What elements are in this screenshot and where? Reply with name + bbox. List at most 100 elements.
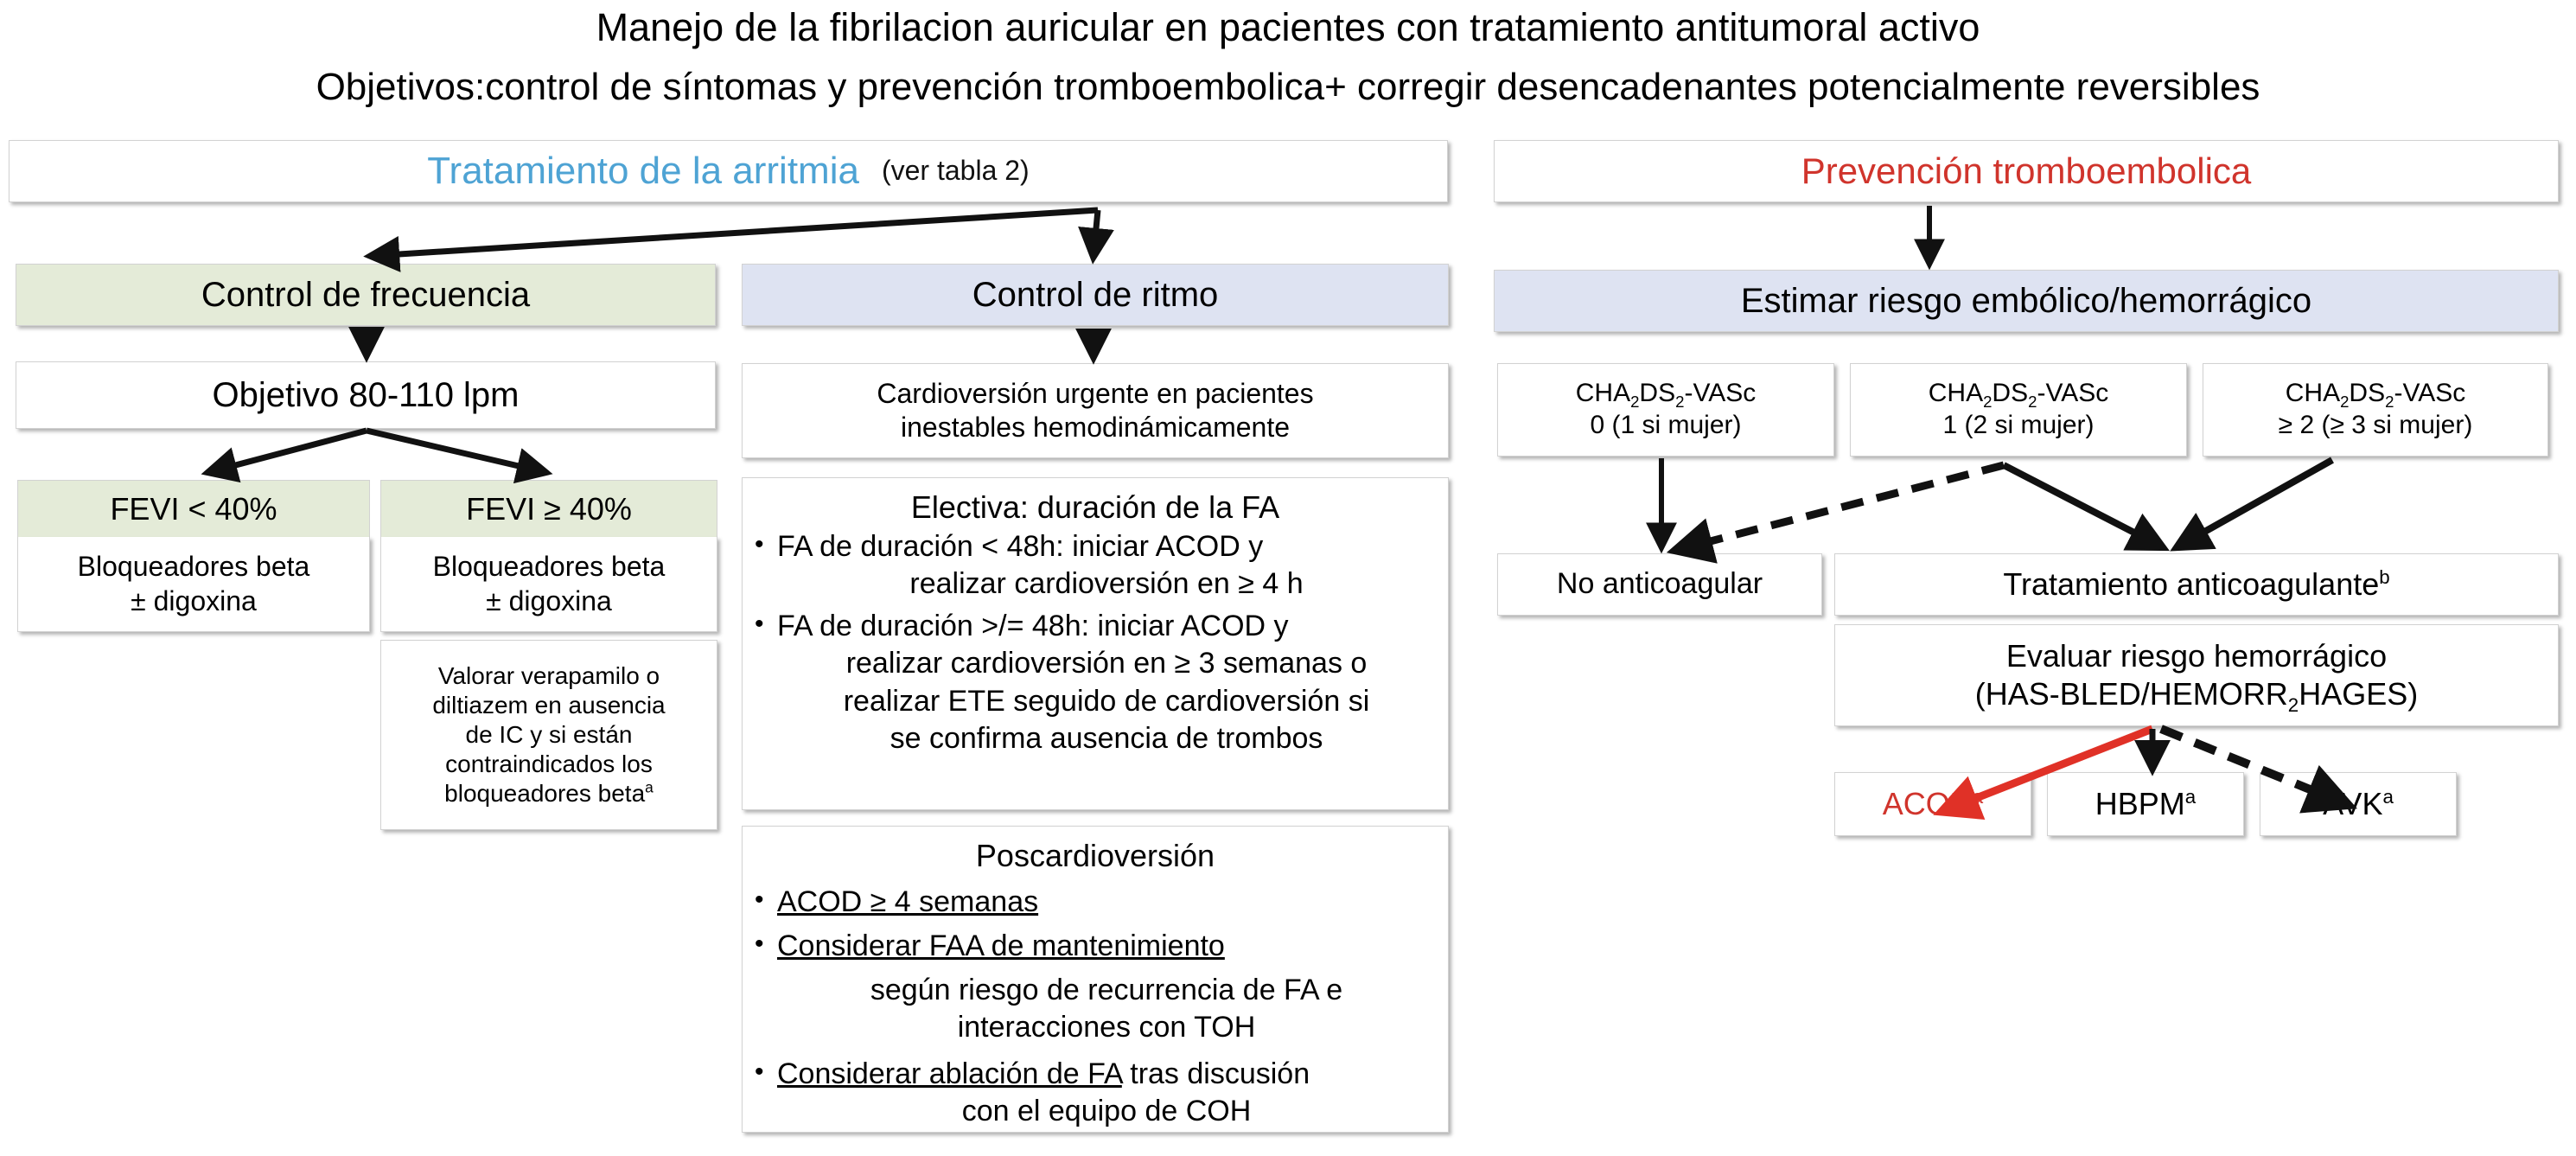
verapamil-note-line5: bloqueadores betaa [390,779,708,808]
see-table-2-note: (ver tabla 2) [881,155,1030,187]
arrow-objective-to-fevi-low [201,427,367,483]
anticoagulant-treatment-label: Tratamiento anticoagulanteb [2003,565,2389,604]
anticoagulant-treatment-text: Tratamiento anticoagulante [2003,566,2380,603]
cha2ds2vasc-score-0-box: CHA2DS2-VASc 0 (1 si mujer) [1497,363,1834,457]
elective-cardioversion-box: Electiva: duración de la FA • FA de dura… [742,477,1449,810]
score-sub-2: 2 [1675,393,1685,412]
no-anticoagulation-label: No anticoagular [1556,567,1763,601]
arrhythmia-treatment-title: Tratamiento de la arritmia [427,150,859,193]
bleeding-risk-score-names-b: HAGES) [2299,676,2419,712]
arrhythmia-treatment-header-box: Tratamiento de la arritmia (ver tabla 2) [9,140,1448,202]
verapamil-note-line5-text: bloqueadores beta [444,780,646,808]
bleeding-risk-score-sub: 2 [2287,694,2299,717]
verapamil-note-box: Valorar verapamilo o diltiazem en ausenc… [380,640,717,830]
post-cardioversion-title: Poscardioversión [975,838,1215,873]
anticoagulant-treatment-footnote-marker: b [2379,566,2390,589]
fevi-low-body-box: Bloqueadores beta ± digoxina [17,537,370,632]
cha2ds2vasc-score-0-name: CHA2DS2-VASc [1507,378,1825,410]
arrow-score1-to-no-anticoagulation-dashed [1666,461,2005,564]
bullet-marker: • [755,529,764,559]
option-avk-text: AVK [2323,786,2383,822]
score-sub-1: 2 [1630,393,1640,412]
post-bullet-1-underlined: ACOD ≥ 4 semanas [777,885,1039,918]
verapamil-note-line2: diltiazem en ausencia [432,691,666,719]
verapamil-note-footnote-marker: a [645,778,654,796]
score-name-suffix: -VASc [2037,379,2109,408]
bullet-marker: • [755,1057,764,1086]
cha2ds2vasc-score-2-value: ≥ 2 (≥ 3 si mujer) [2278,411,2473,439]
elective-bullet-2-line1: FA de duración >/= 48h: iniciar ACOD y [777,610,1289,643]
risk-estimate-box: Estimar riesgo embólico/hemorrágico [1494,270,2559,332]
score-name-prefix: CHA [2285,379,2341,408]
score-name-suffix: -VASc [1684,379,1757,408]
fevi-high-body-line2: ± digoxina [486,584,612,616]
option-avk-label: AVKa [2323,785,2394,823]
thromboembolic-prevention-header-box: Prevención tromboembolica [1494,140,2559,202]
elective-title: Electiva: duración de la FA [910,489,1280,525]
post-bullet-2: • Considerar FAA de mantenimiento [755,928,1436,965]
score-name-prefix: CHA [1575,379,1631,408]
bullet-marker: • [755,610,764,639]
arrow-score2-to-anticoagulant-treatment [2170,457,2334,552]
option-acod-footnote-marker: a [1972,786,1984,808]
elective-bullet-2: • FA de duración >/= 48h: iniciar ACOD y [755,608,1436,645]
bullet-marker: • [755,929,764,959]
fevi-high-header-label: FEVI ≥ 40% [466,490,632,527]
score-sub-1: 2 [1983,393,1993,412]
score-sub-1: 2 [2340,393,2350,412]
post-cardioversion-box: Poscardioversión • ACOD ≥ 4 semanas • Co… [742,826,1449,1133]
rhythm-control-label: Control de ritmo [972,275,1219,314]
rate-control-box: Control de frecuencia [16,264,716,326]
option-avk-footnote-marker: a [2382,786,2394,808]
post-bullet-2-cont1: según riesgo de recurrencia de FA e [870,974,1343,1007]
post-bullet-2-cont2: interacciones con TOH [957,1011,1256,1044]
elective-bullet-1-line1: FA de duración < 48h: iniciar ACOD y [777,529,1264,563]
arrow-objective-to-fevi-high [366,427,553,484]
option-acod-label: ACODa [1883,785,1983,823]
bleeding-risk-line2: (HAS-BLED/HEMORR2HAGES) [1844,675,2549,717]
cha2ds2vasc-score-1-box: CHA2DS2-VASc 1 (2 si mujer) [1850,363,2187,457]
option-hbpm-text: HBPM [2095,786,2185,822]
arrow-score1-to-anticoagulant-treatment [2002,462,2170,552]
post-bullet-3-cont1: con el equipo de COH [961,1094,1252,1127]
elective-bullet-1-line2: realizar cardioversión en ≥ 4 h [909,567,1304,601]
score-sub-2: 2 [2385,393,2394,412]
verapamil-note-line3: de IC y si están [465,720,633,748]
option-avk-box: AVKa [2260,772,2457,836]
rhythm-control-box: Control de ritmo [742,264,1449,326]
score-name-mid: DS [2349,379,2386,408]
bleeding-risk-score-names-a: (HAS-BLED/HEMORR [1974,676,2288,712]
option-acod-box: ACODa [1834,772,2031,836]
option-hbpm-label: HBPMa [2095,785,2196,823]
cha2ds2vasc-score-1-name: CHA2DS2-VASc [1859,378,2177,410]
page-title-line-1: Manejo de la fibrilacion auricular en pa… [596,5,1980,49]
cha2ds2vasc-score-0-value: 0 (1 si mujer) [1590,411,1742,439]
fevi-high-body-box: Bloqueadores beta ± digoxina [380,537,717,632]
score-name-suffix: -VASc [2394,379,2466,408]
cha2ds2vasc-score-2-box: CHA2DS2-VASc ≥ 2 (≥ 3 si mujer) [2203,363,2548,457]
no-anticoagulation-box: No anticoagular [1497,553,1822,616]
score-name-mid: DS [1992,379,2029,408]
score-name-mid: DS [1639,379,1676,408]
urgent-cardioversion-line2: inestables hemodinámicamente [900,412,1291,443]
option-acod-text: ACOD [1882,786,1973,822]
score-name-prefix: CHA [1928,379,1984,408]
rate-control-label: Control de frecuencia [201,275,531,314]
post-bullet-1: • ACOD ≥ 4 semanas [755,884,1436,921]
bullet-marker: • [755,885,764,914]
elective-bullet-2-line4: se confirma ausencia de trombos [889,721,1323,755]
elective-bullet-1: • FA de duración < 48h: iniciar ACOD y [755,528,1436,565]
post-bullet-3: • Considerar ablación de FA tras discusi… [755,1056,1436,1093]
arrow-header-to-rhythm-control [1078,209,1114,265]
risk-estimate-label: Estimar riesgo embólico/hemorrágico [1740,281,2312,320]
post-bullet-2-underlined: Considerar FAA de mantenimiento [777,929,1225,963]
cha2ds2vasc-score-1-value: 1 (2 si mujer) [1942,411,2095,439]
option-hbpm-box: HBPMa [2047,772,2244,836]
fevi-high-header-box: FEVI ≥ 40% [380,480,717,537]
fevi-low-header-label: FEVI < 40% [110,490,277,527]
urgent-cardioversion-box: Cardioversión urgente en pacientes inest… [742,363,1449,458]
fevi-high-body-line1: Bloqueadores beta [432,551,666,583]
verapamil-note-line4: contraindicados los [445,750,653,778]
option-hbpm-footnote-marker: a [2184,786,2197,808]
